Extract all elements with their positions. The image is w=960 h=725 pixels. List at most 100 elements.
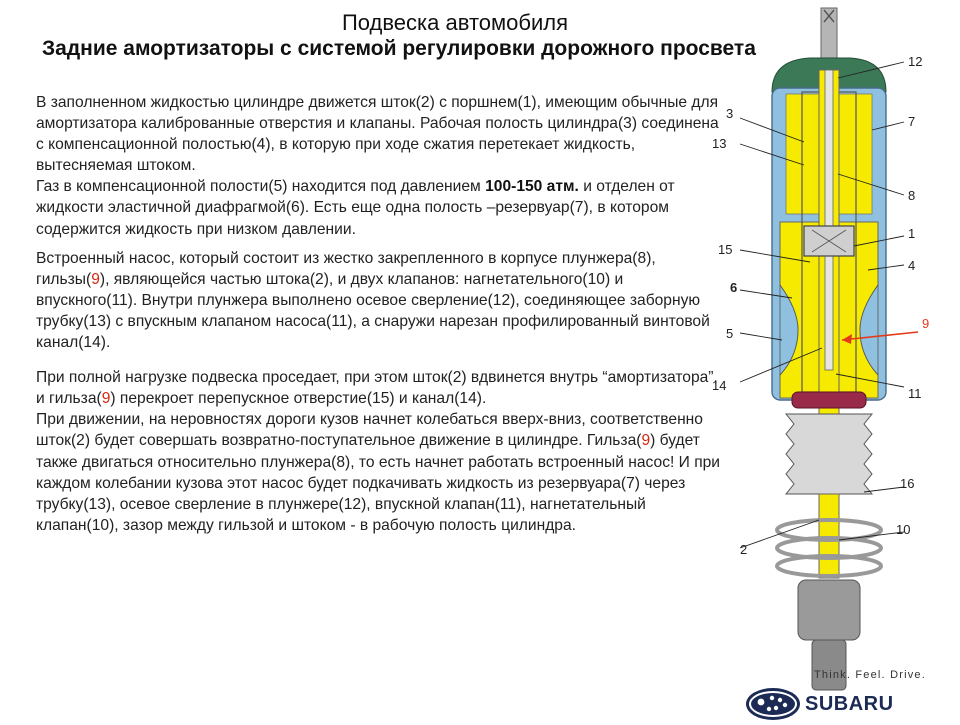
text-run: 5 xyxy=(273,178,283,196)
text-run: 14 xyxy=(83,334,101,352)
text-run: ), соединяющее заборную трубку( xyxy=(36,291,701,330)
paragraph-full-load: При полной нагрузке подвеска проседает, … xyxy=(36,367,726,409)
text-run: ) перекроет перепускное отверстие( xyxy=(110,390,373,408)
text-run: 11 xyxy=(499,495,517,513)
text-run: ) через трубку( xyxy=(36,474,686,513)
text-run: ) и впускного( xyxy=(36,270,624,309)
arrow-9-line xyxy=(841,331,919,341)
description-text: В заполненном жидкостью цилиндре движетс… xyxy=(36,92,726,536)
text-run: ). xyxy=(100,334,111,352)
label-7: 7 xyxy=(908,114,915,129)
arrow-9-head-icon xyxy=(842,334,852,344)
text-run: 12 xyxy=(492,291,511,309)
text-run: 1 xyxy=(522,94,532,111)
leader-lines xyxy=(739,61,905,549)
bottom-eye xyxy=(811,639,847,691)
text-run: ) соединена с компенсационной полостью( xyxy=(36,115,719,154)
text-run: 14 xyxy=(459,390,477,408)
text-run: ), и двух клапанов: нагнетательного( xyxy=(323,270,588,288)
upper-rod-bolt-icon xyxy=(823,9,835,23)
text-run: ), зазор между гильзой и штоком - в рабо… xyxy=(109,516,576,534)
text-run: Встроенный насос, который состоит из жес… xyxy=(36,249,638,267)
text-run: ), а снаружи нарезан профилированный вин… xyxy=(36,312,710,352)
label-16: 16 xyxy=(900,476,914,491)
text-run: ), в котором содержится жидкость при низ… xyxy=(36,199,669,238)
text-run: 6 xyxy=(291,199,300,217)
text-run: 8 xyxy=(336,453,346,471)
label-8: 8 xyxy=(908,188,915,203)
text-run: 7 xyxy=(574,199,584,217)
coil-spring-icon xyxy=(775,518,883,578)
label-5: 5 xyxy=(726,326,733,341)
label-2: 2 xyxy=(740,542,747,557)
text-run: 11 xyxy=(111,291,128,309)
brand-block: Think. Feel. Drive. SUBARU xyxy=(745,669,950,721)
brand-wordmark: SUBARU xyxy=(805,693,894,715)
label-12: 12 xyxy=(908,54,922,69)
text-run: ) с впускным клапаном насоса( xyxy=(105,312,332,330)
text-run: ), впускной клапан( xyxy=(361,495,500,513)
text-run: 8 xyxy=(637,249,647,267)
brand-tagline: Think. Feel. Drive. xyxy=(813,669,926,681)
text-run: ), являющейся частью штока( xyxy=(99,270,316,288)
text-run: 2 xyxy=(420,94,430,111)
text-run: ) вдвинется внутрь “амортизатора”, и гил… xyxy=(36,369,718,408)
text-run: ) и канал( xyxy=(389,390,460,408)
text-run: ), в которую при ходе сжатия перетекает … xyxy=(36,136,636,175)
text-run: 4 xyxy=(256,136,266,154)
label-3: 3 xyxy=(726,106,733,121)
text-run: ), осевое сверление в плунжере( xyxy=(105,495,344,513)
text-run: ), то есть начнет работать встроенный на… xyxy=(36,453,721,492)
label-6: 6 xyxy=(730,280,737,295)
label-13: 13 xyxy=(712,136,726,151)
text-run: 10 xyxy=(91,516,110,534)
text-run: ) будет совершать возвратно-поступательн… xyxy=(84,432,642,450)
text-run: 9 xyxy=(91,270,100,288)
text-run: При полной нагрузке подвеска проседает, … xyxy=(36,369,453,387)
text-run: 2 xyxy=(315,270,324,288)
text-run: ), гильзы( xyxy=(36,249,656,288)
text-run: При движении, на неровностях дороги кузо… xyxy=(36,411,703,450)
bottom-mount xyxy=(797,579,861,641)
label-10: 10 xyxy=(896,522,910,537)
text-run: 11 xyxy=(331,312,348,330)
paragraph-built-in-pump: Встроенный насос, который состоит из жес… xyxy=(36,248,726,353)
paragraph-gas-chamber: Газ в компенсационной полости(5) находит… xyxy=(36,176,726,239)
shock-absorber-diagram: 12 3 7 13 8 1 15 4 6 9 5 14 11 16 10 2 xyxy=(712,7,929,691)
text-run: ). xyxy=(476,390,487,408)
text-run: В заполненном жидкостью цилиндре движетс… xyxy=(36,94,421,111)
text-run: 15 xyxy=(372,390,390,408)
text-run: 7 xyxy=(626,474,635,492)
text-run: 13 xyxy=(88,495,106,513)
text-run: ). Есть еще одна полость –резервуар( xyxy=(299,199,575,217)
label-15: 15 xyxy=(718,242,732,257)
label-1: 1 xyxy=(908,226,915,241)
text-run: и отделен от жидкости эластичной диафраг… xyxy=(36,178,675,217)
piston-channel-icon xyxy=(811,229,847,253)
gas-chamber-right xyxy=(859,283,879,377)
text-run: ) будет также двигаться относительно плу… xyxy=(36,432,700,471)
text-run: 12 xyxy=(343,495,362,513)
label-9: 9 xyxy=(922,316,929,331)
text-run: 9 xyxy=(101,390,111,408)
text-run: 100-150 атм. xyxy=(485,178,579,196)
page-subtitle: Задние амортизаторы с системой регулиров… xyxy=(42,37,756,60)
label-4: 4 xyxy=(908,258,915,273)
gas-chamber-left xyxy=(779,283,799,377)
label-14: 14 xyxy=(712,378,726,393)
bottom-seal xyxy=(791,391,867,409)
paragraph-piston-rod: В заполненном жидкостью цилиндре движетс… xyxy=(36,92,726,176)
text-run: Газ в компенсационной полости( xyxy=(36,178,274,196)
bellows-boot xyxy=(784,413,874,495)
plunger xyxy=(824,69,834,371)
subaru-emblem-icon xyxy=(746,688,800,720)
text-run: 2 xyxy=(452,369,462,387)
text-run: 9 xyxy=(641,432,651,450)
text-run: 13 xyxy=(88,312,106,330)
text-run: ), нагнетательный клапан( xyxy=(36,495,646,534)
text-run: ), имеющим обычные для амортизатора кали… xyxy=(36,94,719,133)
text-run: ) с поршнем( xyxy=(429,94,523,111)
text-run: ). Внутри плунжера выполнено осевое свер… xyxy=(127,291,493,309)
text-run: 2 xyxy=(76,432,85,450)
text-run: 3 xyxy=(623,115,632,133)
